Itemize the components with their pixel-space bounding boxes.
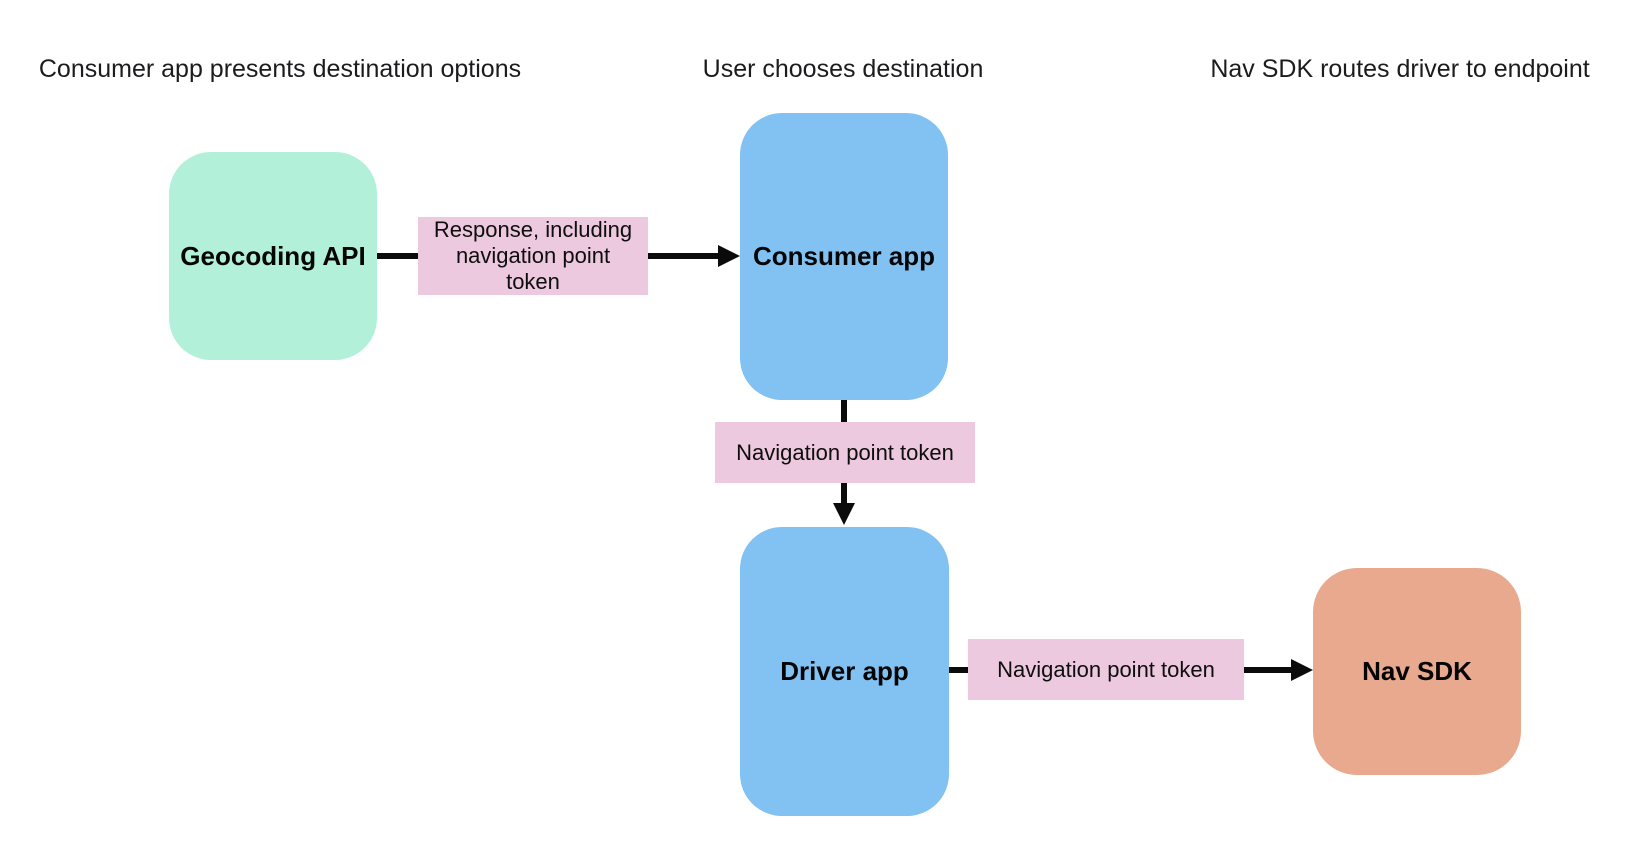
stage-title-consumer-presents: Consumer app presents destination option…: [38, 55, 522, 83]
arrowhead-into-driver-app: [833, 503, 855, 525]
edge-line-geocoding-to-response-label: [377, 253, 418, 259]
edge-line-token-label-to-driver: [841, 483, 847, 505]
node-geocoding-api-label: Geocoding API: [180, 240, 366, 271]
edge-label-token-consumer-to-driver: Navigation point token: [715, 422, 975, 483]
node-geocoding-api: Geocoding API: [169, 152, 377, 360]
edge-label-response-text: Response, including navigation point tok…: [433, 217, 633, 294]
node-driver-app: Driver app: [740, 527, 949, 816]
arrowhead-into-nav-sdk: [1291, 659, 1313, 681]
edge-line-response-label-to-consumer: [648, 253, 720, 259]
edge-label-token-v-text: Navigation point token: [736, 439, 954, 465]
edge-line-consumer-to-token-label: [841, 400, 847, 422]
edge-label-token-driver-to-navsdk: Navigation point token: [968, 639, 1244, 700]
node-nav-sdk: Nav SDK: [1313, 568, 1521, 775]
node-nav-sdk-label: Nav SDK: [1362, 656, 1472, 686]
edge-line-token-label-to-navsdk: [1244, 667, 1293, 673]
edge-line-driver-to-token-label: [949, 667, 968, 673]
edge-label-token-h-text: Navigation point token: [997, 656, 1215, 682]
node-driver-app-label: Driver app: [780, 656, 909, 686]
stage-title-user-chooses: User chooses destination: [702, 55, 984, 83]
stage-title-navsdk-routes: Nav SDK routes driver to endpoint: [1210, 55, 1590, 83]
node-consumer-app-label: Consumer app: [752, 241, 936, 271]
edge-label-response-including-token: Response, including navigation point tok…: [418, 217, 648, 295]
arrowhead-into-consumer-app: [718, 245, 740, 267]
node-consumer-app: Consumer app: [740, 113, 948, 400]
